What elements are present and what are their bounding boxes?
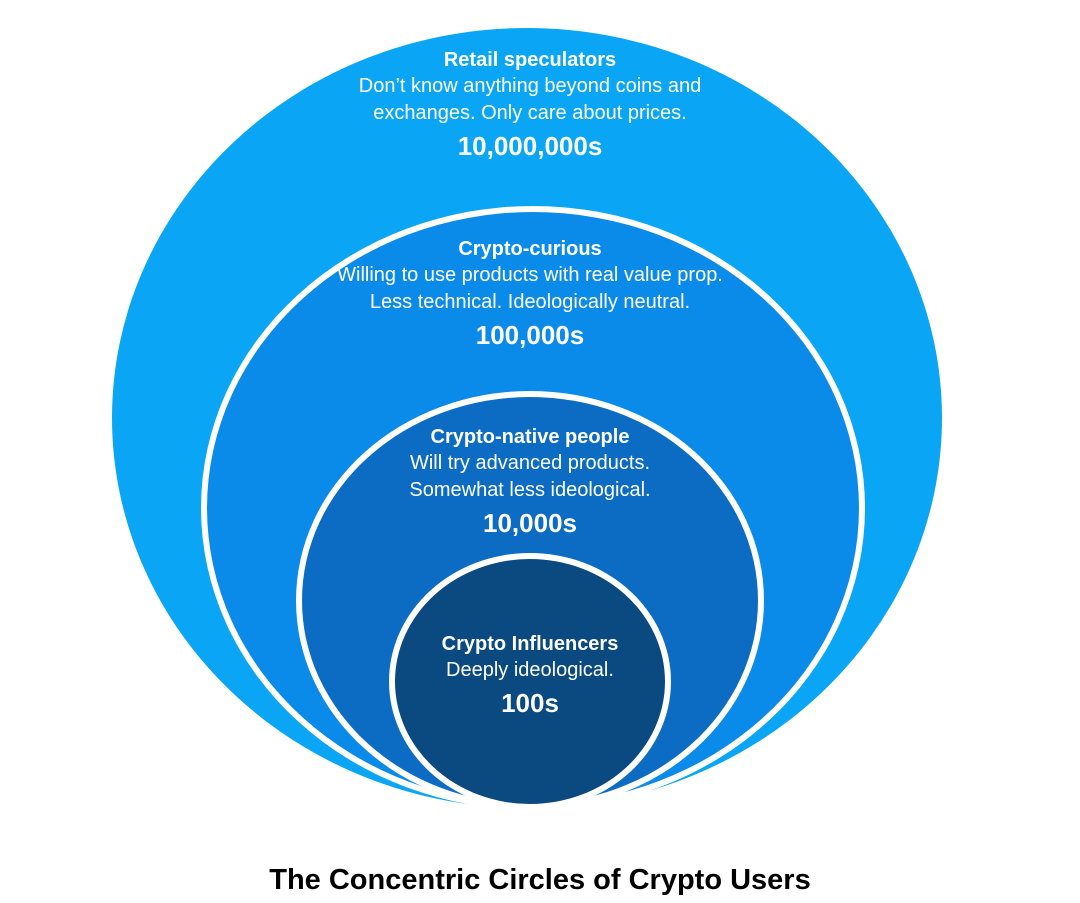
ring-crypto-influencers: [389, 553, 671, 810]
ring-count: 10,000,000s: [457, 131, 603, 161]
ring-title: Retail speculators: [443, 49, 617, 71]
ring-label-retail-speculators: Retail speculators Don’t know anything b…: [200, 47, 860, 163]
ring-description-line: Willing to use products with real value …: [337, 264, 723, 286]
ring-description-line: Somewhat less ideological.: [409, 479, 651, 501]
ring-count: 100,000s: [475, 320, 585, 350]
ring-title: Crypto Influencers: [441, 633, 619, 655]
ring-description-line: Deeply ideological.: [446, 659, 614, 681]
ring-description-line: Will try advanced products.: [409, 452, 651, 474]
ring-description-line: exchanges. Only care about prices.: [373, 102, 687, 124]
ring-title: Crypto-curious: [458, 238, 602, 260]
diagram-caption: The Concentric Circles of Crypto Users: [269, 864, 811, 896]
ring-count: 10,000s: [483, 508, 577, 538]
ring-description-line: Don’t know anything beyond coins and: [358, 75, 702, 97]
ring-label-crypto-influencers: Crypto Influencers Deeply ideological. 1…: [200, 631, 860, 720]
ring-count: 100s: [501, 688, 559, 718]
ring-description-line: Less technical. Ideologically neutral.: [369, 291, 691, 313]
ring-label-crypto-native-people: Crypto-native people Will try advanced p…: [200, 424, 860, 540]
ring-title: Crypto-native people: [430, 426, 630, 448]
ring-label-crypto-curious: Crypto-curious Willing to use products w…: [200, 236, 860, 352]
